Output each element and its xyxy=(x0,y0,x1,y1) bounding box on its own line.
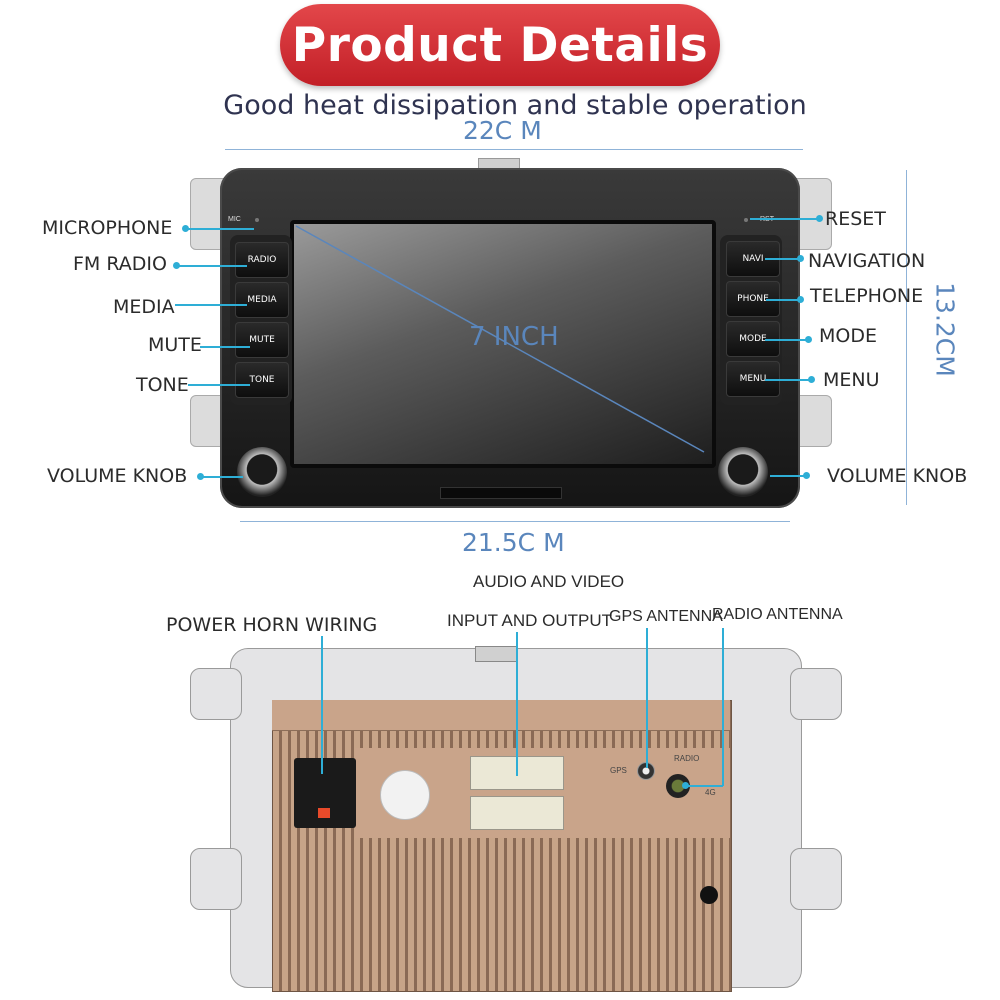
volume-knob-right[interactable] xyxy=(718,447,768,497)
navigation-line xyxy=(765,258,801,260)
mode-label: MODE xyxy=(819,325,877,347)
screen-bottom-slot xyxy=(440,487,562,499)
reset-dot xyxy=(816,215,823,222)
gps-port[interactable] xyxy=(637,762,655,780)
fuse xyxy=(318,808,330,818)
height-line xyxy=(906,170,907,505)
mode-dot xyxy=(805,336,812,343)
menu-line xyxy=(765,379,811,381)
tone-button[interactable]: TONE xyxy=(235,362,289,398)
media-label: MEDIA xyxy=(113,296,175,318)
mic-marking: MIC xyxy=(228,216,241,223)
frame-ear-right xyxy=(790,668,842,720)
rst-hole[interactable] xyxy=(744,218,748,222)
radio-antenna-line-h xyxy=(686,785,723,787)
back-device: GPS RADIO 4G xyxy=(190,646,842,992)
subtitle: Good heat dissipation and stable operati… xyxy=(223,90,807,121)
volume-knob-left[interactable] xyxy=(237,447,287,497)
radio-antenna-dot xyxy=(682,782,689,789)
volume-knob-right-dot xyxy=(803,472,810,479)
reset-line xyxy=(750,218,820,220)
rst-marking: RST xyxy=(760,216,774,223)
fourg-port-mark: 4G xyxy=(705,788,716,797)
mic-hole xyxy=(255,218,259,222)
gps-port-mark: GPS xyxy=(610,766,627,775)
media-line xyxy=(175,304,247,306)
fm-radio-label: FM RADIO xyxy=(73,253,167,275)
tone-line xyxy=(188,384,250,386)
title-banner: Product Details xyxy=(280,4,720,86)
media-button[interactable]: MEDIA xyxy=(235,282,289,318)
microphone-line xyxy=(186,228,254,230)
certification-sticker xyxy=(380,770,430,820)
front-device: RADIO MEDIA MUTE TONE NAVI PHONE MODE ME… xyxy=(190,158,832,520)
fourg-port[interactable] xyxy=(700,886,718,904)
audio-video-label-line2: INPUT AND OUTPUT xyxy=(447,611,612,630)
audio-video-line xyxy=(516,632,518,776)
fm-radio-dot xyxy=(173,262,180,269)
telephone-dot xyxy=(797,296,804,303)
radio-antenna-label: RADIO ANTENNA xyxy=(712,606,843,623)
mode-line xyxy=(765,339,809,341)
radio-button[interactable]: RADIO xyxy=(235,242,289,278)
volume-knob-left-line xyxy=(201,476,243,478)
screen-size-label: 7 INCH xyxy=(469,322,559,352)
telephone-label: TELEPHONE xyxy=(810,285,924,307)
device-screen xyxy=(290,220,716,468)
frame-clip xyxy=(475,646,517,662)
menu-dot xyxy=(808,376,815,383)
reset-label: RESET xyxy=(825,208,886,230)
mute-button[interactable]: MUTE xyxy=(235,322,289,358)
microphone-dot xyxy=(182,225,189,232)
navigation-label: NAVIGATION xyxy=(808,250,926,272)
frame-ear-right-bottom xyxy=(790,848,842,910)
heatsink-body xyxy=(272,700,732,992)
page-title: Product Details xyxy=(291,17,709,73)
navigation-dot xyxy=(797,255,804,262)
top-width-line xyxy=(225,149,803,150)
radio-port-mark: RADIO xyxy=(674,754,700,763)
menu-label: MENU xyxy=(823,369,880,391)
power-horn-line xyxy=(321,636,323,774)
volume-knob-right-label: VOLUME KNOB xyxy=(827,465,968,487)
audio-video-label-line1: AUDIO AND VIDEO xyxy=(473,572,625,591)
mute-label: MUTE xyxy=(148,334,202,356)
tone-label: TONE xyxy=(136,374,189,396)
telephone-line xyxy=(766,299,800,301)
bottom-width-line xyxy=(240,521,790,522)
microphone-label: MICROPHONE xyxy=(42,217,173,239)
screen-diagonal xyxy=(295,225,705,453)
fm-radio-line xyxy=(177,265,247,267)
frame-ear-left xyxy=(190,668,242,720)
volume-knob-right-line xyxy=(770,475,806,477)
gps-antenna-label: GPS ANTENNA xyxy=(609,608,723,625)
frame-ear-left-bottom xyxy=(190,848,242,910)
av-connector-bottom xyxy=(470,796,564,830)
radio-antenna-line xyxy=(722,628,724,786)
volume-knob-left-dot xyxy=(197,473,204,480)
mute-line xyxy=(200,346,250,348)
bottom-width-label: 21.5C M xyxy=(462,528,565,557)
gps-antenna-line xyxy=(646,628,648,768)
volume-knob-left-label: VOLUME KNOB xyxy=(47,465,188,487)
power-horn-wiring-label: POWER HORN WIRING xyxy=(166,614,378,636)
heatsink-top-panel xyxy=(272,700,730,731)
top-width-label: 22C M xyxy=(463,116,542,145)
